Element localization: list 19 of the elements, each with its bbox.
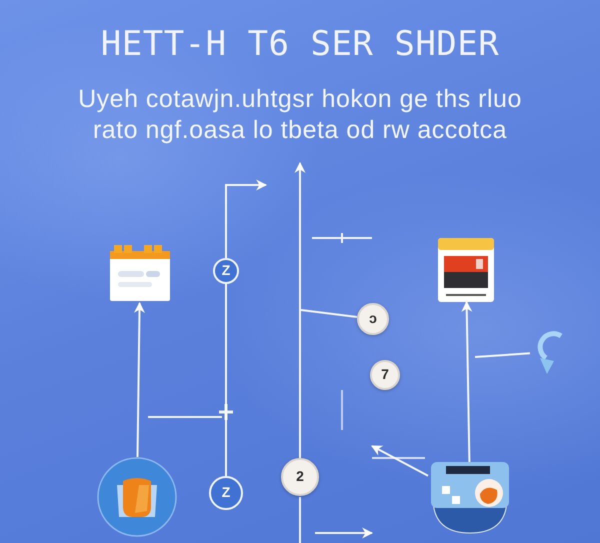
numbered-circle: ɔ xyxy=(357,303,389,335)
numbered-circle: Z xyxy=(213,258,239,284)
connector-line xyxy=(474,352,530,358)
numbered-circle: 2 xyxy=(281,458,319,496)
title: HETT-H T6 SER SHDER xyxy=(100,24,500,65)
card-icon xyxy=(428,462,512,534)
connector-line xyxy=(300,309,358,318)
arrow xyxy=(225,180,268,258)
connector-line xyxy=(225,284,227,476)
calendar-icon xyxy=(108,243,172,303)
numbered-circle: Z xyxy=(209,476,243,510)
arrow xyxy=(371,445,428,477)
document-icon xyxy=(438,238,494,302)
subtitle: Uyeh cotawjn.uhtgsr hokon ge ths rluo rato ngf.oasa lo tbeta od rw accotca xyxy=(77,84,523,146)
arrow xyxy=(461,300,472,462)
arrow xyxy=(134,302,145,458)
cup-icon xyxy=(97,457,177,537)
arrow xyxy=(294,162,306,458)
numbered-circle: 7 xyxy=(370,360,400,390)
